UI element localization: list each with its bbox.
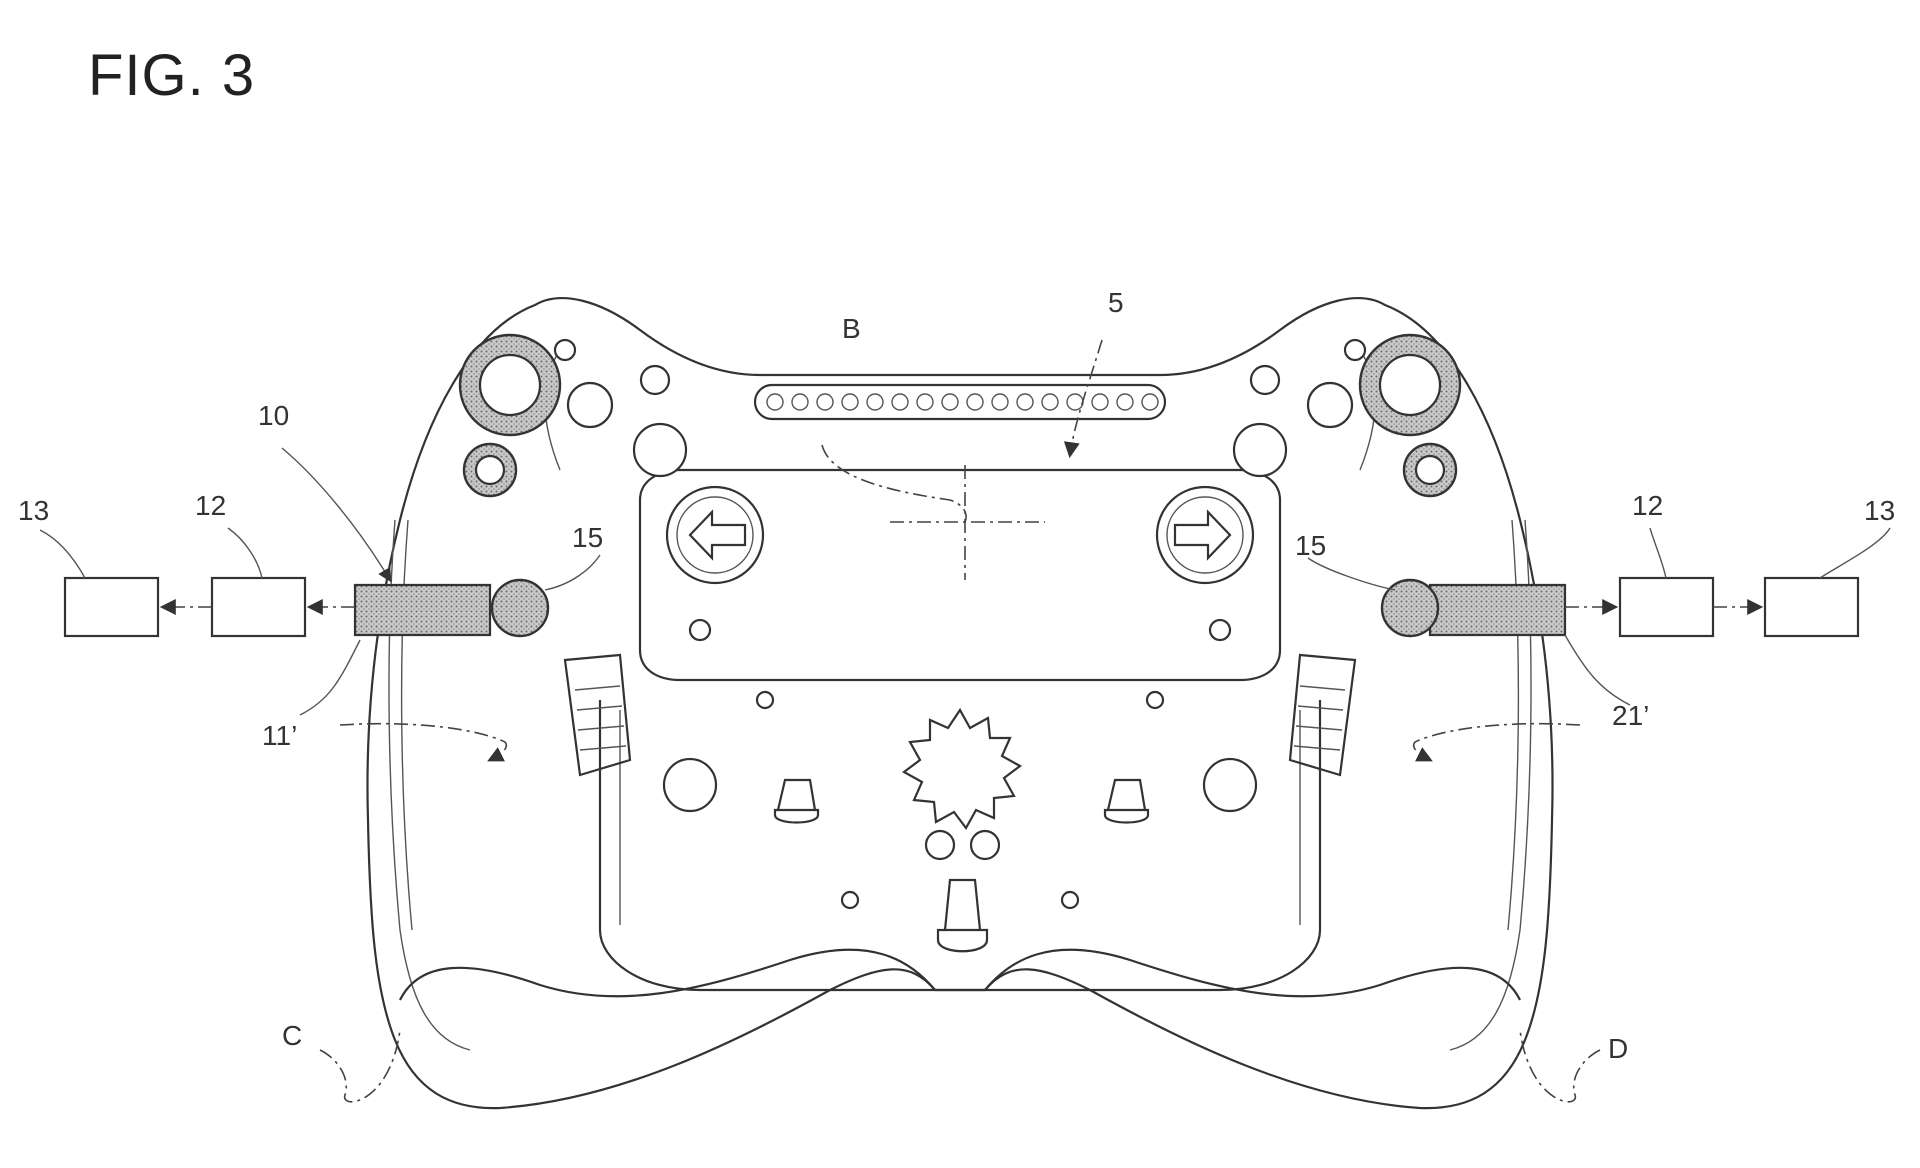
small-knob-1 xyxy=(924,829,956,861)
left-arrow-button xyxy=(665,485,765,585)
leader-d xyxy=(1519,1029,1601,1103)
screw-6 xyxy=(1060,890,1080,910)
right-button-1 xyxy=(1306,381,1354,429)
left-button-2 xyxy=(639,364,671,396)
lower-right-button xyxy=(1202,757,1258,813)
screw-4 xyxy=(1145,690,1165,710)
label-c: C xyxy=(282,1020,302,1051)
led-bar xyxy=(753,383,1167,421)
left-paddle-ribs xyxy=(574,685,627,751)
box-12-right xyxy=(1618,576,1715,638)
right-button-15 xyxy=(1380,578,1440,638)
label-12-right: 12 xyxy=(1632,490,1663,521)
label-13-right: 13 xyxy=(1864,495,1895,526)
led-dots xyxy=(766,393,1159,411)
left-button-6 xyxy=(553,338,577,362)
lower-left-button xyxy=(662,757,718,813)
right-sensor-band-21prime xyxy=(1428,583,1567,637)
left-rotation-arrow xyxy=(339,722,508,762)
label-11prime: 11’ xyxy=(262,720,297,751)
label-d: D xyxy=(1608,1033,1628,1064)
right-handle xyxy=(984,948,1521,1001)
left-button-5 xyxy=(474,454,506,486)
box-13-left xyxy=(63,576,160,638)
b-leader xyxy=(821,444,967,523)
right-grip-inner-2 xyxy=(1507,519,1520,931)
label-b: B xyxy=(842,313,861,344)
screw-2 xyxy=(1208,618,1232,642)
leader-12-right xyxy=(1649,527,1667,579)
box-12-left xyxy=(210,576,307,638)
leader-10 xyxy=(281,447,392,583)
label-13-left: 13 xyxy=(18,495,49,526)
leader-12-left xyxy=(227,527,263,579)
left-handle xyxy=(399,948,936,1001)
screw-3 xyxy=(755,690,775,710)
right-rotation-arrow xyxy=(1412,722,1581,762)
leader-11prime xyxy=(299,639,361,716)
wheel-outline xyxy=(366,297,1554,1110)
right-button-6 xyxy=(1343,338,1367,362)
right-button-3 xyxy=(1232,422,1288,478)
left-grip-inner-2 xyxy=(400,519,413,931)
leader-21prime xyxy=(1564,634,1631,706)
right-knob xyxy=(1103,778,1150,824)
lower-hub xyxy=(598,700,1322,992)
right-button-2 xyxy=(1249,364,1281,396)
left-rotary-inner xyxy=(478,353,542,417)
leader-5 xyxy=(1063,339,1103,459)
right-arrow-button xyxy=(1155,485,1255,585)
left-button-1 xyxy=(566,381,614,429)
leader-13-left xyxy=(39,529,86,579)
right-rotary-inner xyxy=(1378,353,1442,417)
figure-title: FIG. 3 xyxy=(88,43,256,108)
leader-15-left xyxy=(544,554,601,591)
left-button-3 xyxy=(632,422,688,478)
leader-15-right xyxy=(1307,557,1396,591)
box-13-right xyxy=(1763,576,1860,638)
left-paddle xyxy=(563,653,632,777)
left-button-15 xyxy=(490,578,550,638)
right-button-5 xyxy=(1414,454,1446,486)
screw-1 xyxy=(688,618,712,642)
left-arrow-icon xyxy=(688,509,747,561)
label-15-right: 15 xyxy=(1295,530,1326,561)
center-gear xyxy=(901,707,1023,831)
screw-5 xyxy=(840,890,860,910)
bottom-knob xyxy=(936,878,989,953)
leader-13-right xyxy=(1819,527,1891,579)
right-paddle xyxy=(1288,653,1357,777)
label-15-left: 15 xyxy=(572,522,603,553)
lower-hub-inner xyxy=(619,710,1301,925)
label-5: 5 xyxy=(1108,287,1124,318)
left-sensor-band-11prime xyxy=(353,583,492,637)
left-knob xyxy=(773,778,820,824)
leader-c xyxy=(319,1029,401,1103)
label-21prime: 21’ xyxy=(1612,700,1649,731)
right-arrow-icon xyxy=(1173,509,1232,561)
small-knob-2 xyxy=(969,829,1001,861)
label-10: 10 xyxy=(258,400,289,431)
right-paddle-ribs xyxy=(1293,685,1346,751)
label-12-left: 12 xyxy=(195,490,226,521)
